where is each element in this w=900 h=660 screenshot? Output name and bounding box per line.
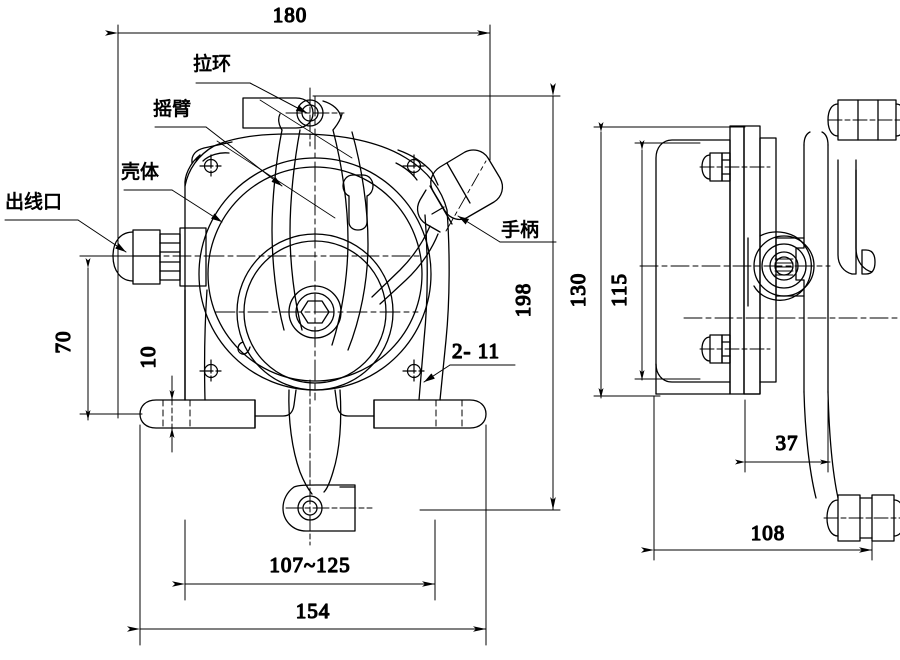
foot-hidden-edges	[162, 399, 463, 429]
dimension-value-37: 37	[776, 431, 799, 455]
dimension-overall-height	[312, 83, 561, 511]
dimension-side-height-inner	[634, 140, 701, 381]
housing-outline	[184, 133, 448, 401]
lower-lever	[282, 389, 356, 532]
side-view-bottom-bolt	[823, 494, 900, 542]
callout-leader-pull-ring	[195, 82, 308, 114]
callout-label-pull-ring: 拉环	[193, 52, 231, 75]
side-view-top-bolt	[827, 99, 900, 141]
callout-leader-rocker-arm	[154, 126, 283, 187]
callout-leader-cable-outlet	[4, 219, 127, 253]
rocker-arm	[271, 113, 369, 351]
dimension-cable-outlet-height	[79, 255, 143, 421]
dimension-value-154: 154	[296, 599, 331, 623]
handle	[416, 149, 504, 233]
handle-linkage	[371, 225, 439, 305]
dimension-value-10: 10	[136, 346, 160, 369]
dimension-value-107-125: 107~125	[269, 553, 350, 577]
callout-label-cable-outlet: 出线口	[5, 190, 62, 213]
callout-label-housing: 壳体	[120, 160, 160, 183]
callout-leader-handle	[457, 215, 557, 243]
dimension-base-width	[127, 424, 487, 646]
dimension-body-depth	[735, 399, 831, 473]
callout-label-rocker-arm: 摇臂	[153, 97, 191, 120]
side-view-centerlines	[639, 166, 900, 350]
cable-outlet-gland	[112, 227, 207, 287]
keyhole-slot	[342, 174, 374, 231]
housing-mount-ears	[191, 141, 439, 186]
callout-label-handle: 手柄	[501, 218, 539, 241]
dimension-value-180: 180	[273, 3, 308, 27]
ext-lines-180	[117, 24, 491, 419]
dimension-side-height-outer	[593, 122, 746, 399]
dimension-value-198: 198	[511, 283, 535, 318]
callout-thin-leaders	[216, 99, 353, 219]
dimension-value-70: 70	[51, 331, 75, 354]
dimension-slot-range	[172, 519, 436, 601]
dimension-value-108: 108	[751, 521, 786, 545]
dimension-value-130: 130	[566, 273, 590, 308]
mounting-foot-left	[139, 389, 297, 429]
dimension-overall-depth	[641, 395, 873, 561]
callout-leader-housing	[123, 189, 223, 223]
side-view-rocker-arm	[775, 131, 876, 499]
bolt-hole-marks	[199, 154, 426, 383]
leader-hole-spec	[423, 364, 516, 383]
dimension-value-115: 115	[607, 273, 631, 307]
lower-lever-centerlines	[285, 379, 373, 546]
mounting-foot-right	[334, 389, 487, 429]
housing-side-walls	[184, 209, 450, 401]
side-view-body	[655, 125, 815, 395]
dimension-value-2-11: 2- 11	[452, 339, 500, 363]
